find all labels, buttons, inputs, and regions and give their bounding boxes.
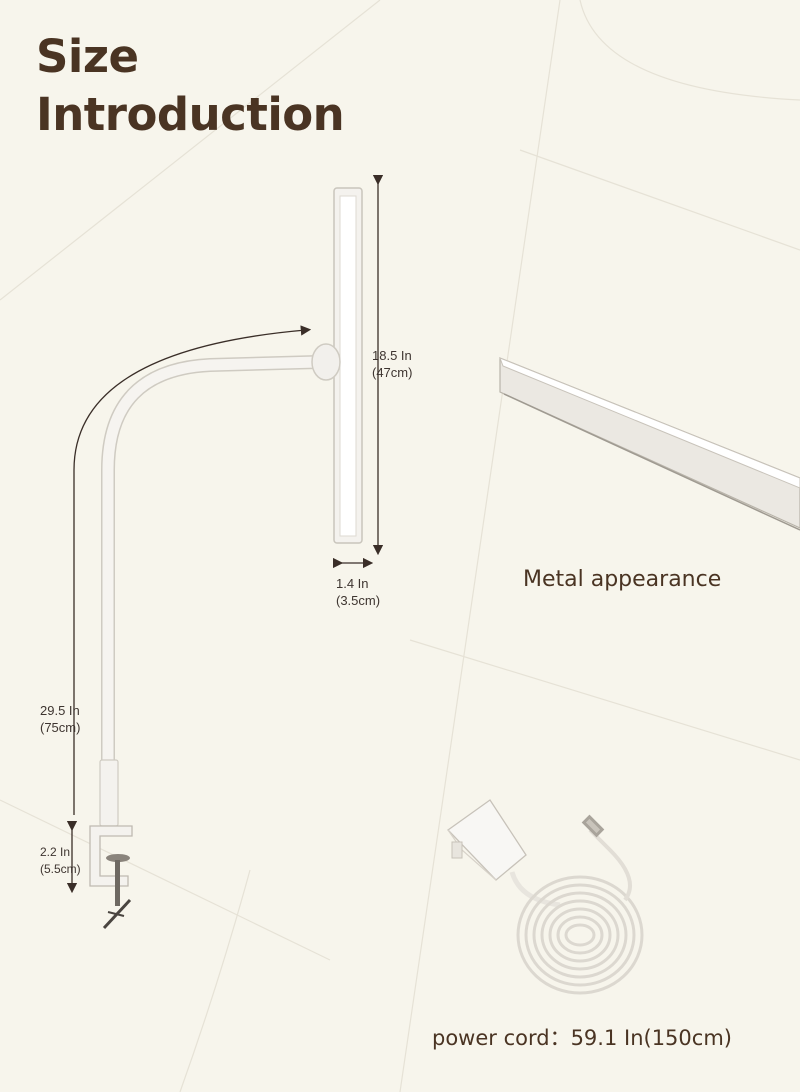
title-line-2: Introduction [36,88,345,141]
dimension-arrows [66,174,384,894]
power-cord-caption: power cord：59.1 In(150cm) [432,1026,732,1050]
arm-height-label: 29.5 In (75cm) [40,703,81,735]
arm-sleeve [99,759,119,827]
title-line-1: Size [36,30,139,83]
bar-width-label: 1.4 In (3.5cm) [336,576,381,608]
metal-bar-closeup [499,357,800,531]
page-title: Size Introduction [36,28,345,144]
metal-appearance-caption: Metal appearance [523,567,722,592]
gooseneck-arm [101,343,341,777]
bar-length-label: 18.5 In (47cm) [372,348,413,380]
power-adapter [447,799,561,908]
desk-clamp [89,825,133,930]
light-bar [333,187,363,544]
coiled-cord [516,814,644,995]
clamp-height-label: 2.2 In (5.5cm) [40,845,81,876]
